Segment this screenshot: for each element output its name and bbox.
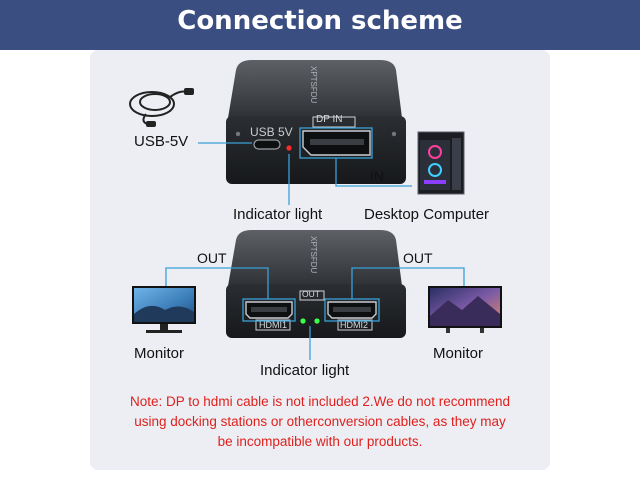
bottom-splitter-device — [226, 230, 406, 338]
dp-port-label: DP IN — [316, 114, 343, 125]
green-indicator-light — [314, 318, 320, 324]
hdmi1-output-line — [165, 267, 269, 299]
in-label: IN — [370, 168, 384, 184]
indicator-light-label-top: Indicator light — [233, 206, 323, 223]
note-line: Note: DP to hdmi cable is not included 2… — [130, 394, 510, 409]
screw-icon — [235, 131, 241, 137]
note-line: using docking stations or otherconversio… — [134, 414, 506, 429]
green-indicator-light — [300, 318, 306, 324]
out-label-plate — [299, 290, 325, 301]
usb-port-label: USB 5V — [250, 125, 293, 139]
dp-label-plate — [312, 116, 356, 128]
hdmi1-label: HDMI1 — [259, 320, 288, 330]
usb-cable-icon — [129, 88, 194, 127]
desktop-computer-icon — [417, 131, 465, 195]
indicator-light-label-bottom: Indicator light — [260, 362, 350, 379]
desktop-computer-label: Desktop Computer — [364, 206, 490, 223]
out-left-label: OUT — [197, 250, 227, 266]
usb-c-port — [253, 139, 281, 150]
title-banner: Connection scheme — [0, 0, 640, 50]
out-plate-label: OUT — [302, 289, 320, 299]
monitor-left-label: Monitor — [134, 345, 185, 362]
page-title: Connection scheme — [177, 6, 463, 36]
hdmi2-label: HDMI2 — [340, 320, 369, 330]
screw-icon — [391, 131, 397, 137]
compatibility-note: Note: DP to hdmi cable is not included 2… — [90, 392, 550, 452]
monitor-right-icon — [428, 286, 502, 333]
usb-5v-label: USB-5V — [134, 133, 189, 150]
brand-label-top: XPTSFDU — [309, 66, 318, 104]
brand-label-bottom: XPTSFDU — [309, 236, 318, 274]
out-right-label: OUT — [403, 250, 433, 266]
red-indicator-light — [286, 145, 292, 151]
dp-input-line — [335, 158, 412, 187]
hdmi2-output-line — [351, 267, 465, 299]
monitor-right-label: Monitor — [433, 345, 484, 362]
hdmi1-highlight — [242, 298, 296, 322]
monitor-left-icon — [132, 286, 196, 333]
note-line: be incompatible with our products. — [217, 434, 423, 449]
